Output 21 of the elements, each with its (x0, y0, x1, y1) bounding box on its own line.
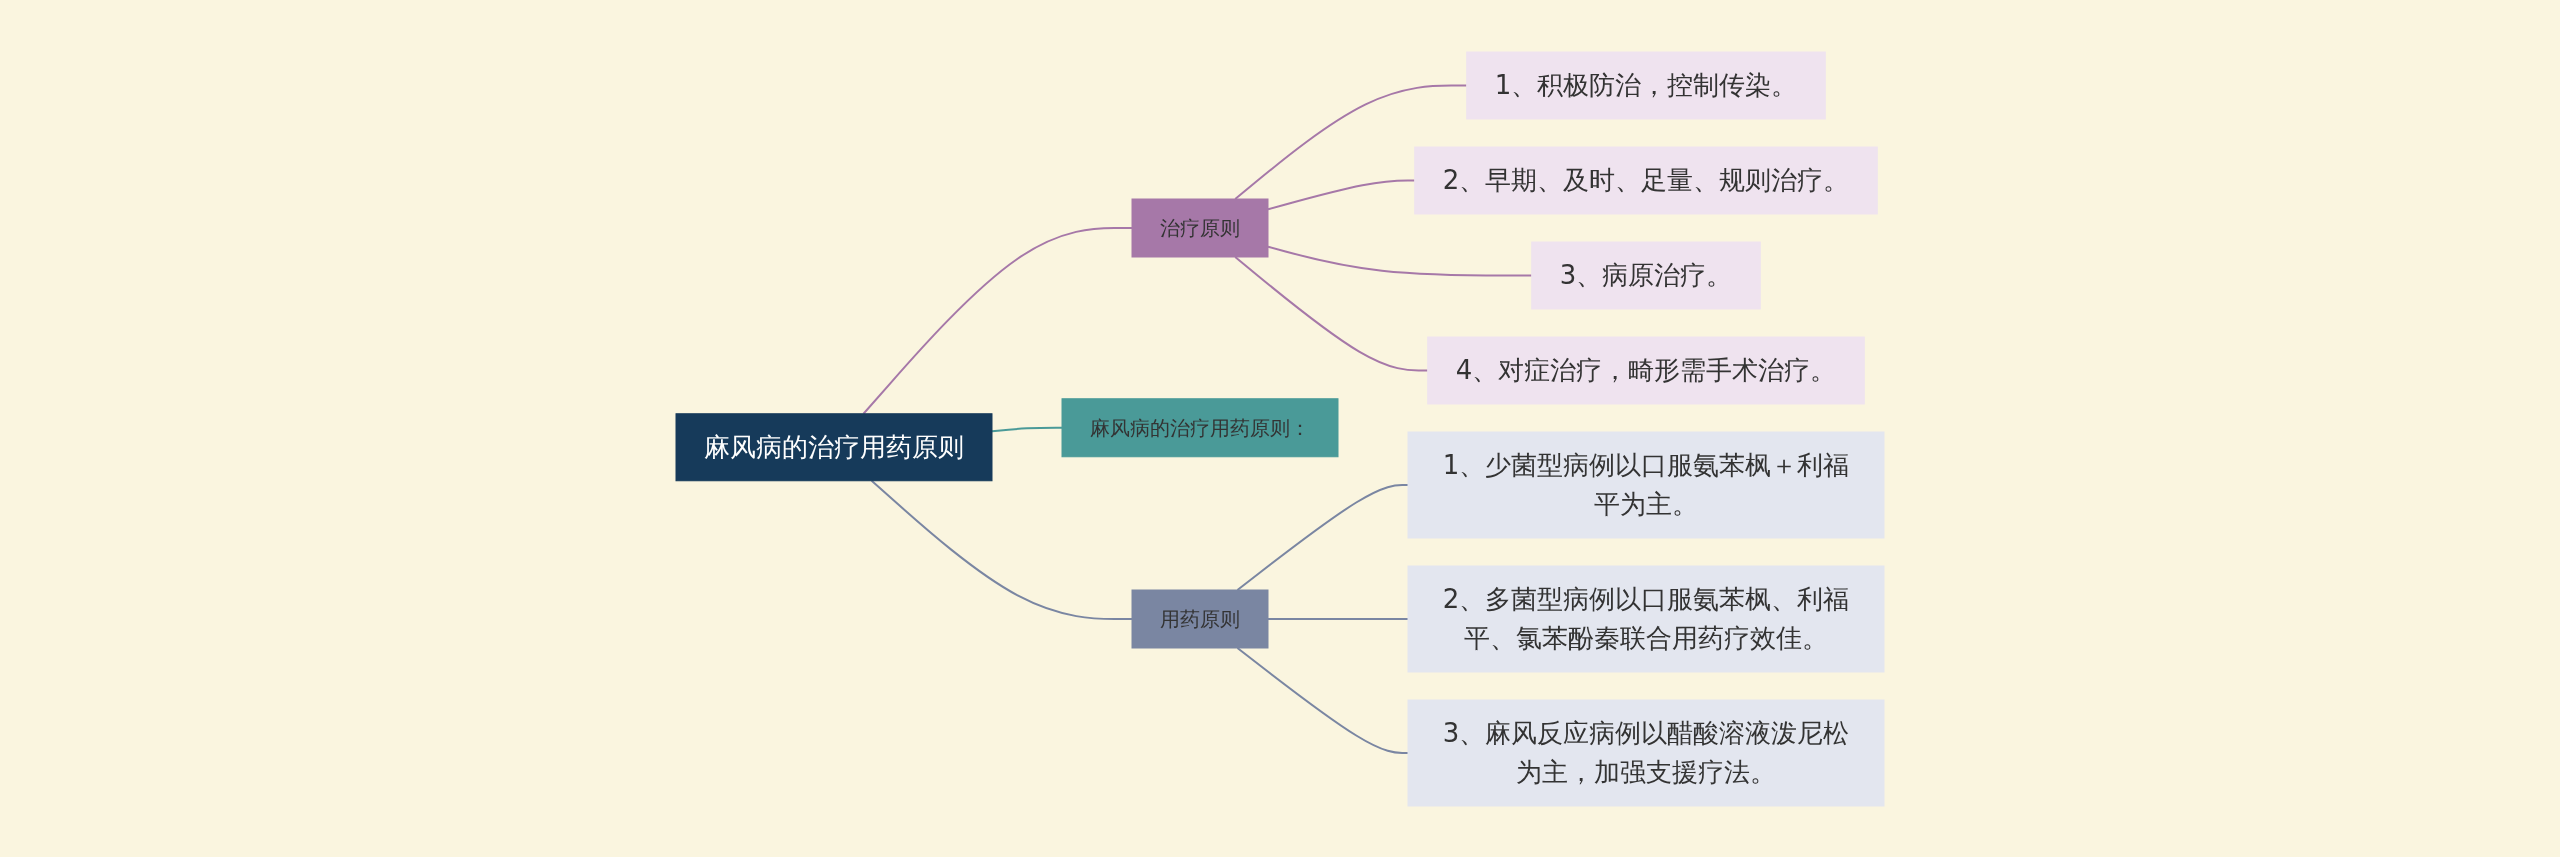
node-box: 治疗原则 (1131, 198, 1269, 257)
node-box: 麻风病的治疗用药原则 (675, 412, 993, 481)
node-box: 1、少菌型病例以口服氨苯枫＋利福平为主。 (1407, 431, 1885, 538)
connector (1267, 617, 1409, 620)
connector (862, 226, 1133, 415)
connector (1236, 483, 1409, 591)
connector (870, 479, 1133, 620)
connector (1267, 245, 1533, 276)
connector (1267, 179, 1416, 210)
connector (1234, 84, 1468, 200)
node-box: 3、病原治疗。 (1531, 241, 1761, 309)
node-box: 用药原则 (1131, 589, 1269, 648)
node-box: 麻风病的治疗用药原则： (1061, 397, 1339, 457)
node-box: 4、对症治疗，畸形需手术治疗。 (1427, 336, 1865, 404)
node-box: 2、多菌型病例以口服氨苯枫、利福平、氯苯酚秦联合用药疗效佳。 (1407, 565, 1885, 672)
connector (1234, 255, 1429, 371)
node-box: 3、麻风反应病例以醋酸溶液泼尼松为主，加强支援疗法。 (1407, 699, 1885, 806)
node-box: 2、早期、及时、足量、规则治疗。 (1414, 146, 1878, 214)
connector (991, 426, 1063, 432)
connector (1236, 646, 1409, 754)
node-box: 1、积极防治，控制传染。 (1466, 51, 1826, 119)
